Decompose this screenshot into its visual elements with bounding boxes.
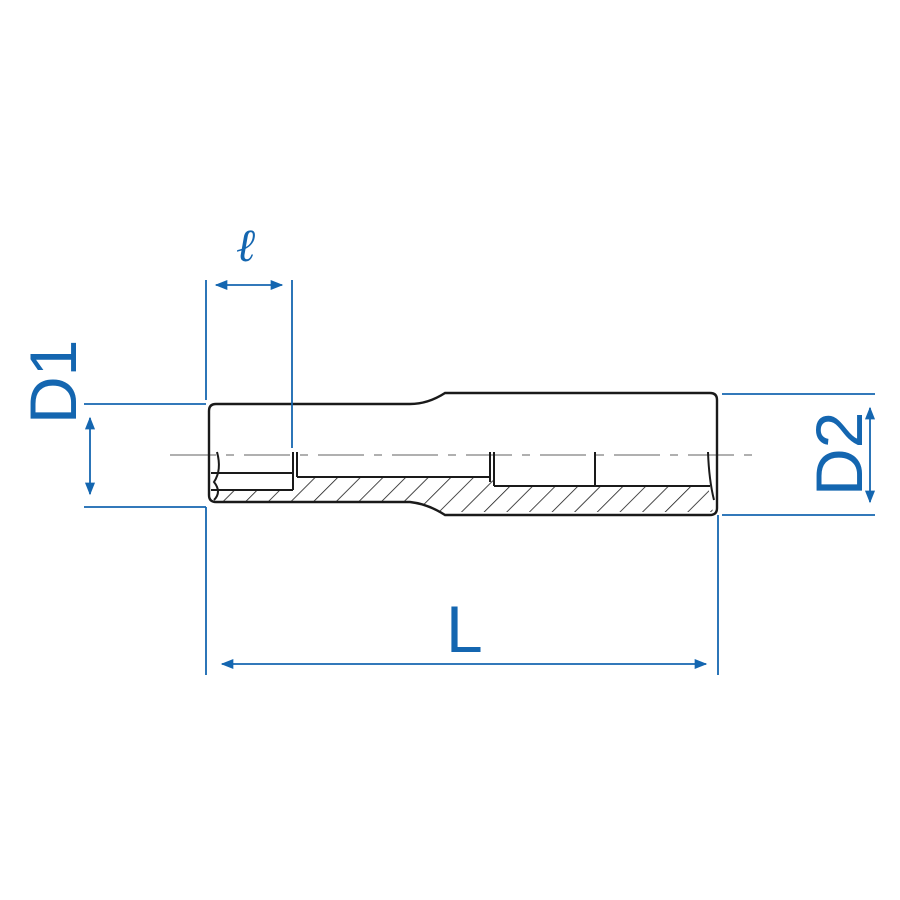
length-label: L [446,592,483,666]
bore-depth-label: ℓ [236,218,256,272]
bore-lines [211,451,715,501]
socket-outline [207,391,719,517]
d1-label: D1 [16,339,90,424]
hatched-section [213,477,713,512]
dimension-lines [84,279,876,675]
d2-label: D2 [802,411,876,496]
